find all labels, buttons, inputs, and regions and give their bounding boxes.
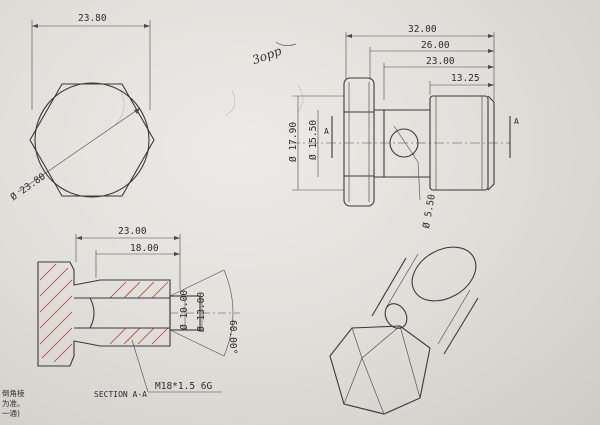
dim-arrow xyxy=(32,24,38,28)
handwritten-scribble xyxy=(275,41,297,46)
iso-thread-line xyxy=(437,289,471,345)
cross-hole-leader xyxy=(417,161,421,201)
corner-note-1: 倒角棱 xyxy=(2,388,25,398)
hex-bore-circle xyxy=(34,82,150,198)
hex-width-label: 23.80 xyxy=(78,13,107,24)
thread-leader xyxy=(131,339,149,393)
dim-arrow xyxy=(134,108,140,114)
dia-outer-label: Ø 17.90 xyxy=(288,122,299,162)
bleed-through-marks xyxy=(114,84,304,126)
hole-diameter-label: Ø 5.50 xyxy=(421,193,438,229)
dim-arrow xyxy=(174,236,180,240)
iso-thread-edge xyxy=(371,257,407,317)
bleed-mark xyxy=(225,89,236,116)
length-23-label: 23.00 xyxy=(426,56,455,67)
corner-note-3: 一通) xyxy=(2,408,20,418)
hatch-line xyxy=(123,327,141,345)
hatch-line xyxy=(41,327,73,359)
bore-relief xyxy=(89,297,95,329)
iso-hex-facet xyxy=(343,357,363,405)
length-26-label: 26.00 xyxy=(421,40,450,51)
hatch-line xyxy=(137,327,155,345)
section-body-outline xyxy=(37,261,171,367)
hatch-line xyxy=(151,281,169,299)
length-total-label: 32.00 xyxy=(408,24,437,35)
dim-arrow xyxy=(76,236,82,240)
hex-diameter-label: Ø 23.80 xyxy=(9,171,48,203)
hatch-line xyxy=(39,279,73,313)
hatch-line xyxy=(137,281,155,299)
hex-diameter-line xyxy=(17,107,141,193)
dim-arrow xyxy=(488,49,494,53)
iso-hex-facet xyxy=(351,325,401,359)
dim-arrow xyxy=(488,65,494,69)
hatch-line xyxy=(39,267,69,297)
threaded-end xyxy=(429,95,489,191)
thread-chamfer xyxy=(487,95,495,191)
hex-end-view: 23.80 Ø 23.80 xyxy=(9,13,155,203)
hex-nut-body xyxy=(343,77,375,207)
hatch-line xyxy=(123,281,141,299)
section-view: 23.00 18.00 xyxy=(37,226,240,399)
length-thread-label: 13.25 xyxy=(451,73,480,84)
cross-hole-dim-line xyxy=(393,125,419,163)
cross-hole xyxy=(389,128,419,158)
dim-arrow xyxy=(488,83,494,87)
hatch-line xyxy=(39,263,57,281)
hatch-line xyxy=(39,311,73,345)
section-hatching xyxy=(39,263,169,363)
hex-outline xyxy=(29,83,155,197)
hatch-line xyxy=(39,295,73,329)
isometric-view xyxy=(329,246,479,415)
section-mark-left: A xyxy=(324,127,329,136)
chamfer-line xyxy=(169,269,225,297)
iso-thread-edge xyxy=(443,297,479,355)
thread-spec-label: M18*1.5 6G xyxy=(155,381,212,392)
bleed-mark xyxy=(114,89,125,126)
hatch-line xyxy=(53,343,73,363)
iso-thread-line xyxy=(385,253,419,309)
iso-cross-hole xyxy=(384,303,408,329)
section-length-23-label: 23.00 xyxy=(118,226,147,237)
dia-inner-label: Ø 15.50 xyxy=(308,120,319,160)
iso-thread-end-face xyxy=(411,246,477,302)
side-view: 3opp 32.00 26.00 23.00 13.25 xyxy=(250,24,519,229)
dim-arrow xyxy=(174,252,180,256)
dim-arrow xyxy=(346,34,352,38)
section-mark-right: A xyxy=(514,117,519,126)
section-title-label: SECTION A-A xyxy=(94,390,147,399)
dia-10-label: Ø 10.00 xyxy=(179,290,190,330)
corner-notes: 倒角棱 为准。 一通) xyxy=(2,388,25,418)
bleed-mark xyxy=(297,84,304,112)
chamfer-line xyxy=(169,329,225,357)
section-length-18-label: 18.00 xyxy=(130,243,159,254)
iso-hex-outline xyxy=(329,325,431,415)
hatch-line xyxy=(109,281,127,299)
chamfer-angle-label: 60.00° xyxy=(227,320,238,354)
dim-arrow xyxy=(488,34,494,38)
dia-13-label: Ø 13.00 xyxy=(196,292,207,332)
iso-hex-facet xyxy=(399,325,421,399)
handwritten-note: 3opp xyxy=(250,44,283,68)
hatch-line xyxy=(151,327,169,345)
corner-note-2: 为准。 xyxy=(2,398,25,408)
chamfer-angle-arc xyxy=(223,269,234,357)
dim-arrow xyxy=(144,24,150,28)
iso-hex-facet xyxy=(361,357,385,415)
hatch-line xyxy=(109,327,127,345)
